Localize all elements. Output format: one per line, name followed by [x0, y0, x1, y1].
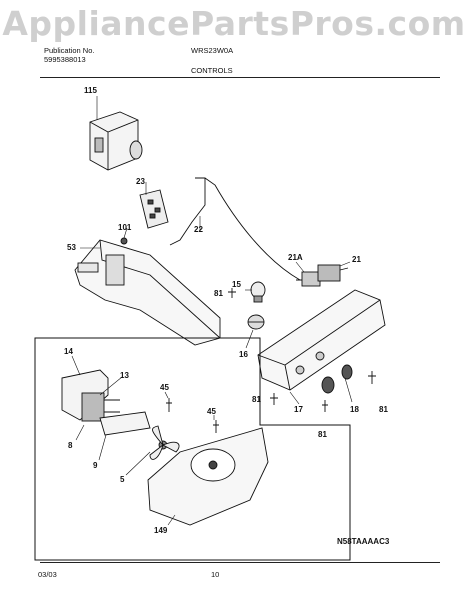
header-rule [40, 77, 440, 78]
part-13-fan-motor [81, 392, 120, 422]
page-number: 10 [211, 570, 220, 579]
label-13: 13 [120, 371, 129, 380]
part-21-switch-assembly [296, 264, 349, 287]
part-17-control-housing [257, 289, 386, 391]
model-number: WRS23W0A [191, 46, 234, 55]
section-title: CONTROLS [191, 66, 233, 75]
label-18: 18 [350, 405, 359, 414]
part-22-wire [169, 177, 301, 281]
part-115-control-box [89, 111, 143, 171]
label-21A: 21A [288, 253, 303, 262]
part-81-screws [228, 288, 376, 412]
label-101: 101 [118, 223, 132, 232]
label-115: 115 [84, 86, 97, 95]
label-45-right: 45 [207, 407, 216, 416]
part-23-control-board [139, 189, 169, 229]
label-45-left: 45 [160, 383, 169, 392]
label-17: 17 [294, 405, 303, 414]
label-22: 22 [194, 225, 203, 234]
part-101-screw [120, 237, 128, 245]
part-16-thermostat [247, 314, 265, 330]
part-149-fan-shroud [147, 427, 269, 526]
label-21: 21 [352, 255, 361, 264]
label-8: 8 [68, 441, 73, 450]
label-9: 9 [93, 461, 98, 470]
diagram-reference-code: N58TAAAAC3 [337, 537, 390, 546]
label-16: 16 [239, 350, 248, 359]
leader-lines [71, 96, 353, 526]
part-45-screws [166, 398, 219, 433]
publication-label: Publication No. [44, 46, 95, 55]
label-15: 15 [232, 280, 241, 289]
part-15-light-bulb [250, 281, 266, 303]
part-9-bracket [99, 411, 151, 436]
footer-rule [40, 562, 440, 563]
label-149: 149 [154, 526, 168, 535]
label-81-bottom: 81 [318, 430, 327, 439]
watermark: AppliancePartsPros.com [2, 4, 466, 43]
label-81-right: 81 [379, 405, 388, 414]
label-14: 14 [64, 347, 73, 356]
label-81-upper: 81 [214, 289, 223, 298]
label-5: 5 [120, 475, 125, 484]
label-81-mid: 81 [252, 395, 261, 404]
footer-date: 03/03 [38, 570, 57, 579]
part-18-knobs [321, 364, 353, 394]
label-23: 23 [136, 177, 145, 186]
publication-number: 5995388013 [44, 55, 86, 64]
part-53-housing [74, 239, 221, 346]
label-53: 53 [67, 243, 76, 252]
part-5-fan-blade [149, 425, 180, 460]
inset-frame [34, 337, 351, 561]
